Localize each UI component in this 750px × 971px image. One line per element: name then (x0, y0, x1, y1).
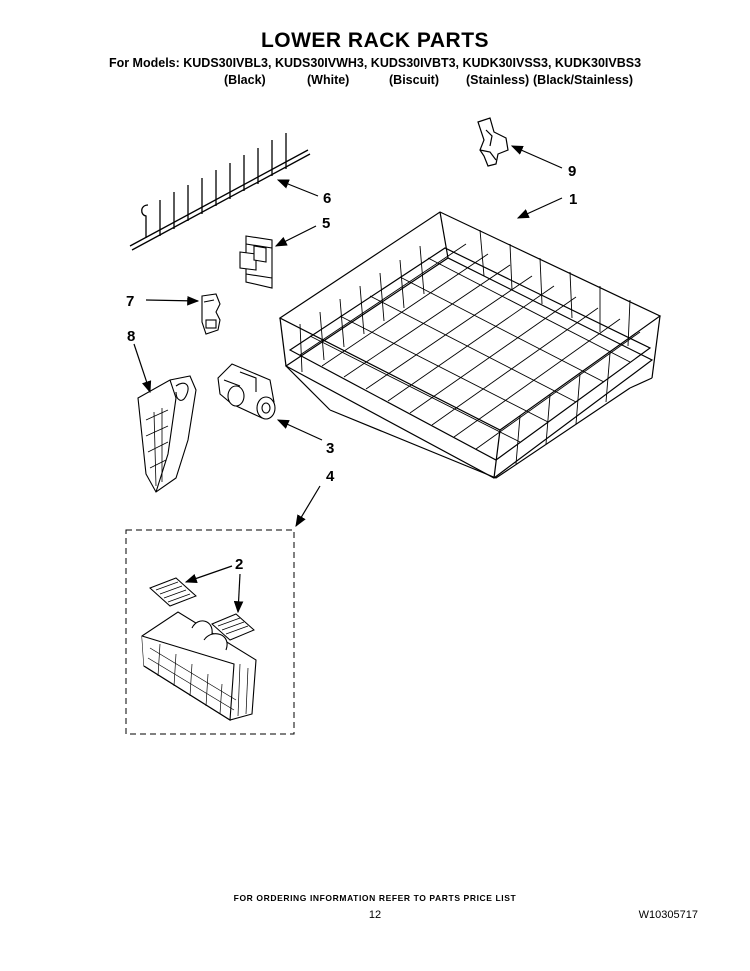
basket-assembly-group (125, 529, 295, 735)
leader-arrow-9 (510, 145, 563, 169)
leader-arrow-4 (295, 485, 321, 528)
lower-rack-part (278, 211, 662, 479)
callout-2: 2 (235, 556, 243, 573)
page-number: 12 (368, 909, 382, 921)
callout-6: 6 (323, 190, 331, 207)
leader-arrow-7 (145, 295, 200, 306)
leader-arrow-5 (274, 225, 317, 247)
callout-5: 5 (322, 215, 330, 232)
cutlery-basket-part (141, 611, 257, 721)
leader-arrow-2b (233, 573, 244, 614)
color-label-black-stainless: (Black/Stainless) (533, 73, 634, 87)
callout-9: 9 (568, 163, 576, 180)
dashed-group-box (125, 529, 295, 735)
models-line: For Models: KUDS30IVBL3, KUDS30IVWH3, KU… (108, 56, 642, 70)
bracket-part (239, 235, 273, 289)
roller-assembly-part (217, 363, 276, 420)
callout-3: 3 (326, 440, 334, 457)
color-label-white: (White) (307, 73, 350, 87)
callout-8: 8 (127, 328, 135, 345)
leader-arrow-2a (184, 565, 233, 583)
ordering-note: FOR ORDERING INFORMATION REFER TO PARTS … (233, 893, 517, 903)
leader-arrow-1 (516, 197, 563, 219)
callout-4: 4 (326, 468, 335, 485)
callout-7: 7 (126, 293, 134, 310)
tine-row-part (129, 133, 311, 251)
leader-arrow-8 (133, 343, 152, 394)
color-label-stainless: (Stainless) (466, 73, 530, 87)
callout-1: 1 (569, 191, 577, 208)
basket-cover-part (149, 577, 255, 641)
small-clip-part (201, 293, 221, 335)
color-label-biscuit: (Biscuit) (389, 73, 439, 87)
color-label-black: (Black) (224, 73, 266, 87)
leader-arrow-6 (276, 179, 319, 197)
leader-arrows (133, 145, 563, 614)
silverware-basket-part (137, 375, 197, 493)
rack-clip-part (477, 117, 509, 167)
document-number: W10305717 (638, 909, 698, 921)
leader-arrow-3 (276, 419, 323, 441)
page-title: LOWER RACK PARTS (260, 29, 490, 52)
